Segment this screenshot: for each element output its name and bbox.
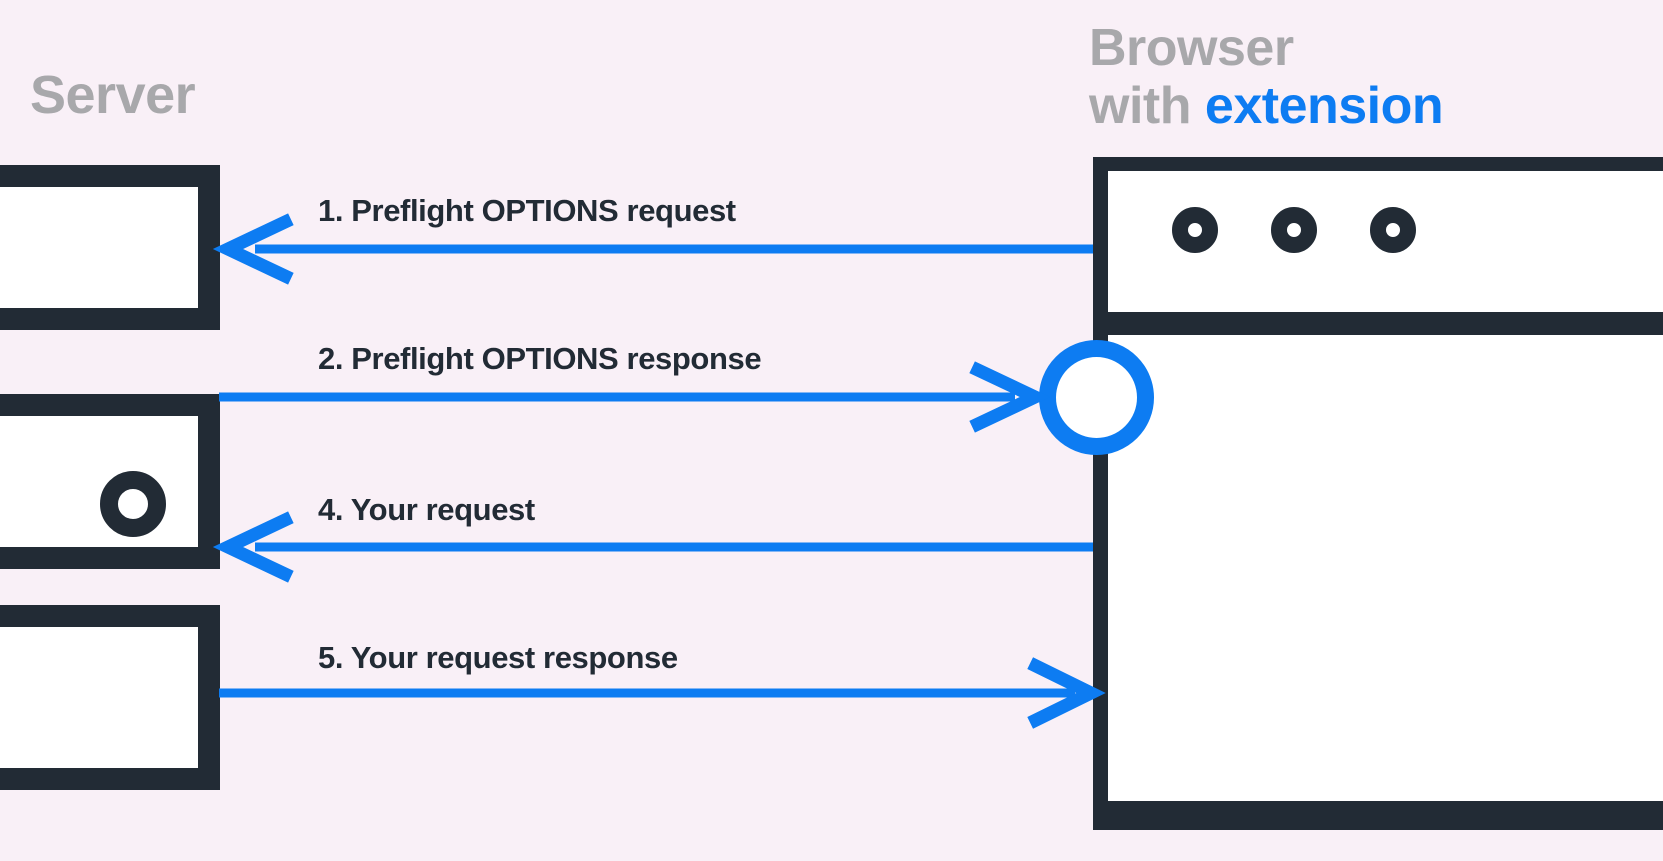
server-box-3-inner <box>0 627 198 768</box>
server-box-2-inner <box>0 416 198 547</box>
donut-circle-icon <box>1370 207 1416 253</box>
server-box-1-inner <box>0 187 198 308</box>
server-box-1 <box>0 165 220 330</box>
arrow-1-label: 1. Preflight OPTIONS request <box>318 193 736 228</box>
server-box-2 <box>0 394 220 569</box>
browser-title-line2: with extension <box>1089 77 1444 135</box>
donut-circle-icon <box>100 471 166 537</box>
browser-title: Browser with extension <box>1089 19 1444 135</box>
arrow-1-head <box>212 213 294 285</box>
extension-circle-icon <box>1039 340 1154 455</box>
browser-title-with: with <box>1089 77 1205 135</box>
server-title: Server <box>30 65 196 125</box>
arrow-4-head <box>212 511 294 583</box>
browser-title-line1: Browser <box>1089 19 1294 77</box>
arrow-5-head <box>1027 657 1106 729</box>
arrow-2-head <box>969 361 1051 433</box>
arrow-1 <box>212 213 1093 285</box>
browser-titlebar <box>1108 171 1663 312</box>
donut-circle-icon <box>1172 207 1218 253</box>
arrow-4 <box>212 511 1093 583</box>
donut-circle-icon <box>1271 207 1317 253</box>
server-box-3 <box>0 605 220 790</box>
browser-title-extension: extension <box>1204 77 1444 135</box>
arrow-2-label: 2. Preflight OPTIONS response <box>318 341 762 376</box>
arrow-4-label: 4. Your request <box>318 492 535 527</box>
arrow-5-label: 5. Your request response <box>318 640 678 675</box>
arrow-2 <box>219 361 1051 433</box>
browser-window <box>1093 157 1663 830</box>
browser-content-area <box>1108 335 1663 801</box>
